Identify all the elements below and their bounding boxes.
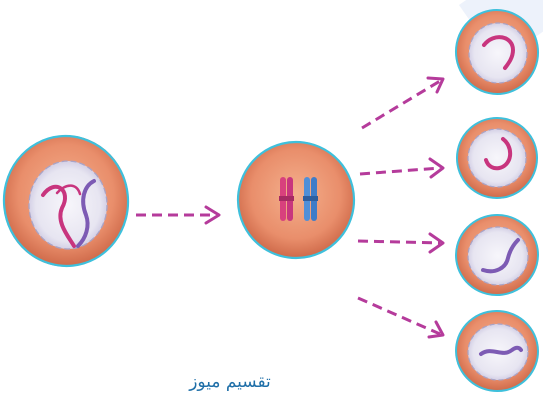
daughter-cell-2 (450, 111, 543, 206)
daughter-cell-1 (449, 4, 543, 101)
daughter-cell-3 (451, 210, 543, 301)
arrow-to-daughter-1 (362, 78, 443, 128)
metaphase-cell (230, 134, 361, 265)
parent-cell (0, 130, 134, 272)
diagram-caption: تقسیم میوز (150, 372, 310, 392)
arrow-to-metaphase-cell (136, 207, 219, 223)
daughter-cell-4 (450, 305, 543, 397)
arrow-to-daughter-4 (358, 298, 443, 337)
arrow-to-daughter-2 (360, 159, 443, 177)
arrow-to-daughter-3 (358, 234, 443, 252)
